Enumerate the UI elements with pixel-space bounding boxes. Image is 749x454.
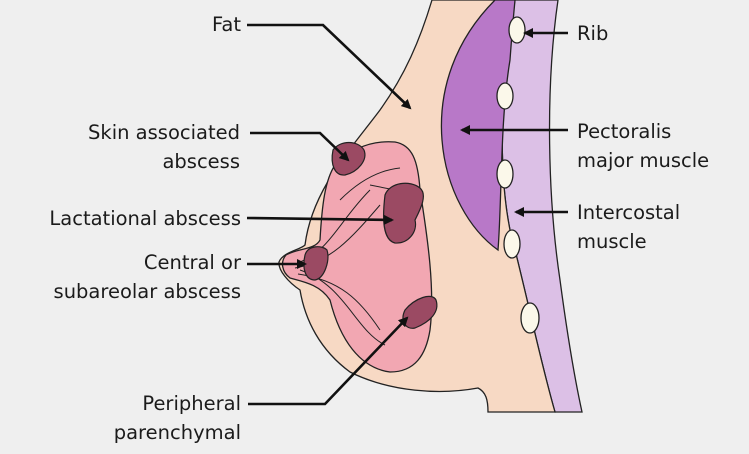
- rib-icon: [496, 82, 514, 110]
- label-line: muscle: [577, 230, 647, 253]
- pectoralis-major-muscle: [440, 0, 516, 252]
- lactational-pointer: [246, 214, 394, 225]
- central-subareolar-abscess: [303, 246, 329, 281]
- label-rib: Rib: [577, 22, 609, 45]
- label-skin-associated-abscess: Skin associated abscess: [88, 118, 240, 176]
- label-line: parenchymal: [113, 421, 241, 444]
- rib-icon: [508, 16, 526, 44]
- label-line: Central or: [143, 251, 241, 274]
- label-line: Skin associated: [88, 121, 240, 144]
- lactational-abscess: [383, 182, 424, 244]
- label-peripheral-parenchymal-abscess: Peripheral parenchymal: [114, 389, 241, 447]
- fat-pointer: [247, 23, 412, 110]
- label-line: subareolar abscess: [53, 280, 241, 303]
- rib-icon: [496, 159, 514, 189]
- label-lactational-abscess: Lactational abscess: [49, 207, 241, 230]
- label-line: Peripheral: [142, 392, 241, 415]
- label-fat: Fat: [211, 13, 241, 36]
- rib-icon: [503, 229, 521, 259]
- label-line: Pectoralis: [577, 120, 672, 143]
- label-line: Intercostal: [577, 201, 681, 224]
- label-pectoralis-major: Pectoralis major muscle: [577, 117, 709, 175]
- peripheral-pointer: [248, 316, 409, 406]
- label-central-subareolar-abscess: Central or subareolar abscess: [54, 248, 241, 306]
- skin-abscess-pointer: [250, 131, 350, 162]
- label-line: abscess: [162, 150, 240, 173]
- label-line: major muscle: [577, 149, 710, 172]
- rib-icon: [520, 302, 540, 334]
- label-intercostal-muscle: Intercostal muscle: [577, 198, 680, 256]
